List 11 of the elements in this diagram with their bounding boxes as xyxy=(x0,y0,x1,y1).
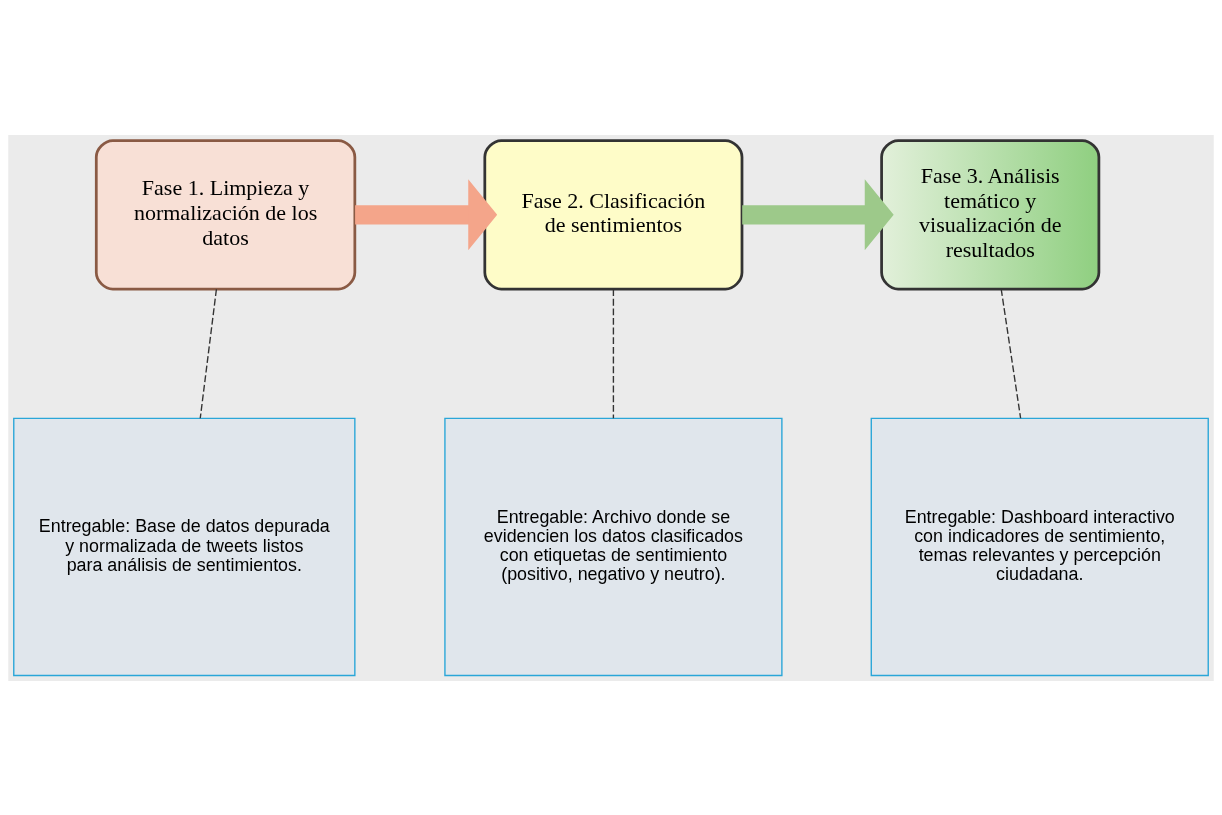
node-box: Fase 3. Análisis temático y visualización de resultados xyxy=(880,138,1101,290)
node-box: Entregable: Dashboard interactivo con indicadores de sentimiento, temas relevantes y percepción ciudadana. xyxy=(870,417,1209,676)
connector xyxy=(1000,288,1022,419)
connector xyxy=(612,288,615,419)
arrow xyxy=(742,178,894,250)
node-box: Entregable: Archivo donde se evidencien los datos clasificados con etiquetas de sentimiento (positivo, negativo y neutro). xyxy=(444,417,783,676)
node-box: Fase 2. Clasificación de sentimientos xyxy=(483,138,744,290)
connector xyxy=(199,288,218,419)
node-box: Entregable: Base de datos depurada y normalizada de tweets listos para análisis de sentimientos. xyxy=(13,417,356,676)
arrow xyxy=(355,178,498,250)
node-box: Fase 1. Limpieza y normalización de los datos xyxy=(94,138,357,290)
